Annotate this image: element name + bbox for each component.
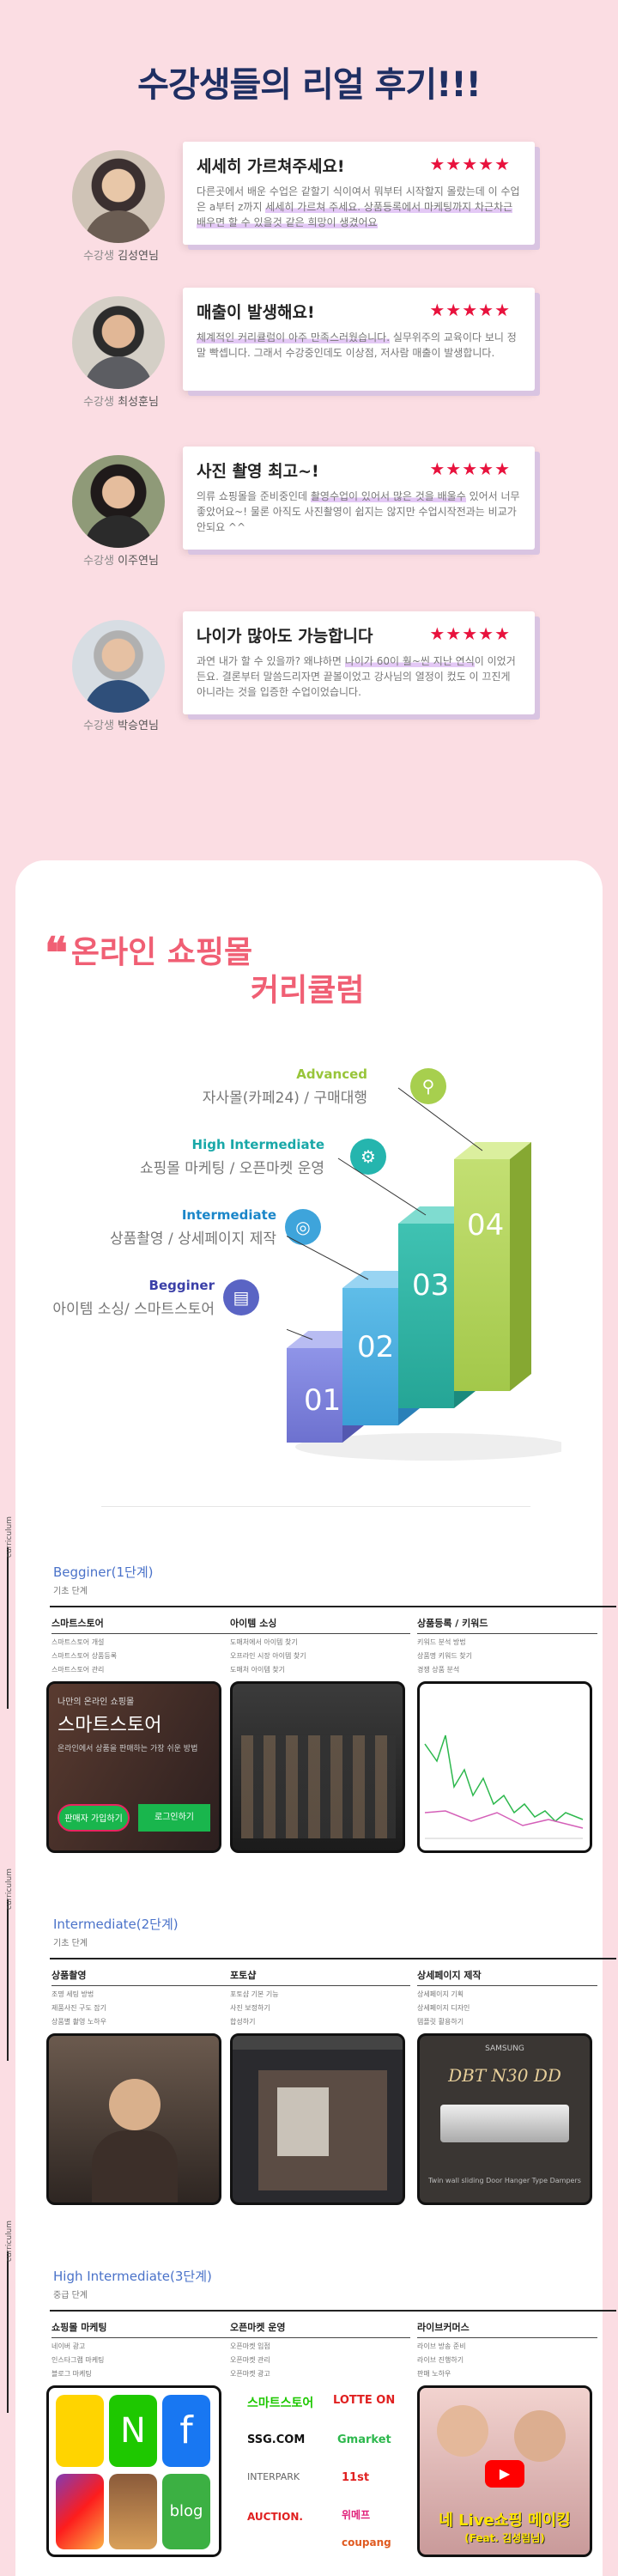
topic-column: 오픈마켓 운영 오픈마켓 입점 오픈마켓 관리 오픈마켓 광고: [230, 2320, 410, 2379]
review-card: 매출이 발생해요! ★★★★★ 체계적인 커리큘럼이 아주 만족스러웠습니다. …: [183, 288, 535, 391]
topic-column: 쇼핑몰 마케팅 네이버 광고 인스타그램 마케팅 블로그 마케팅: [52, 2320, 232, 2379]
level-high-intermediate: High Intermediate 쇼핑몰 마케팅 / 오픈마켓 운영: [139, 1137, 324, 1177]
stage-level: 중급 단계: [53, 2291, 88, 2300]
photoshop-thumbnail: [230, 2033, 405, 2205]
play-icon: ▶: [485, 2460, 524, 2488]
coupang-logo: coupang: [342, 2537, 391, 2549]
avatar: [72, 455, 165, 548]
rating-stars: ★★★★★: [429, 459, 511, 479]
review-title: 매출이 발생해요!: [197, 303, 315, 322]
curriculum-section: ❝온라인 쇼핑몰 커리큘럼 Advanced 자사몰(카페24) / 구매대행 …: [5, 860, 616, 2576]
level-advanced: Advanced 자사몰(카페24) / 구매대행: [202, 1066, 367, 1107]
topic-column: 라이브커머스 라이브 방송 준비 라이브 진행하기 판매 노하우: [417, 2320, 597, 2379]
reviewer-caption: 수강생 최성훈님: [83, 396, 159, 409]
stage-intermediate: curriculum Intermediate(2단계) 기초 단계 상품촬영 …: [5, 1868, 616, 2243]
step-label-03: 03: [412, 1268, 449, 1303]
review-title: 나이가 많아도 가능합니다: [197, 627, 373, 646]
ssg-logo: SSG.COM: [247, 2433, 306, 2446]
topic-column: 상품등록 / 키워드 키워드 분석 방법 상품명 키워드 찾기 경쟁 상품 분석: [417, 1616, 597, 1675]
side-label: curriculum: [5, 2220, 14, 2262]
topic-column: 스마트스토어 스마트스토어 개설 스마트스토어 상품등록 스마트스토어 관리: [52, 1616, 232, 1675]
review-card-4: 수강생 박승연님 나이가 많아도 가능합니다 ★★★★★ 과연 내가 할 수 있…: [67, 611, 548, 732]
rating-stars: ★★★★★: [429, 623, 511, 644]
topic-column: 상품촬영 조명 세팅 방법 제품사진 구도 잡기 상품별 촬영 노하우: [52, 1968, 232, 2027]
stage-level: 기초 단계: [53, 1939, 88, 1948]
stage-begginer: curriculum Begginer(1단계) 기초 단계 스마트스토어 스마…: [5, 1516, 616, 1891]
detail-page-thumbnail: SAMSUNG DBT N30 DD Twin wall sliding Doo…: [417, 2033, 592, 2205]
rating-stars: ★★★★★: [429, 300, 511, 320]
social-icons-thumbnail: N f blog: [46, 2385, 221, 2557]
review-text: 과연 내가 할 수 있을까? 왜냐하면 나이가 60이 훨~씬 지난 연식이 이…: [197, 655, 516, 698]
review-title: 세세히 가르쳐주세요!: [197, 157, 345, 176]
11st-logo: 11st: [342, 2471, 370, 2484]
auction-logo: AUCTION.: [247, 2511, 303, 2523]
gmarket-logo: Gmarket: [337, 2433, 391, 2446]
review-text: 의류 쇼핑몰을 준비중인데 촬영수업이 있어서 많은 것을 배울수 있어서 너무…: [197, 490, 520, 533]
staircase-diagram: 01 02 03 04: [287, 1087, 561, 1461]
reviews-title: 수강생들의 리얼 후기!!!: [137, 65, 482, 105]
avatar: [72, 620, 165, 713]
login-button[interactable]: 로그인하기: [138, 1804, 210, 1832]
rating-stars: ★★★★★: [429, 154, 511, 174]
review-text: 다른곳에서 배운 수업은 같할기 식이여서 뭐부터 시작할지 몰랐는데 이 수업…: [197, 185, 520, 228]
step-label-02: 02: [357, 1330, 394, 1364]
facebook-icon: f: [162, 2395, 210, 2467]
review-card-3: 수강생 이주연님 사진 촬영 최고~! ★★★★★ 의류 쇼핑몰을 준비중인데 …: [67, 447, 548, 568]
level-intermediate: Intermediate 상품촬영 / 상세페이지 제작: [110, 1207, 276, 1248]
stage-level: 기초 단계: [53, 1587, 88, 1596]
avatar: [72, 150, 165, 243]
quote-icon: ❝: [45, 927, 68, 978]
search-icon: ⚲: [410, 1068, 446, 1104]
smartstore-logo: 스마트스토어: [247, 2397, 314, 2410]
review-card: 세세히 가르쳐주세요! ★★★★★ 다른곳에서 배운 수업은 같할기 식이여서 …: [183, 142, 535, 245]
naver-icon: N: [109, 2395, 157, 2467]
document-icon: ▤: [223, 1279, 259, 1315]
keyword-chart-thumbnail: [417, 1681, 592, 1853]
market-logos: 스마트스토어 LOTTE ON SSG.COM Gmarket INTERPAR…: [230, 2385, 410, 2566]
topic-column: 아이템 소싱 도매처에서 아이템 찾기 오프라인 시장 아이템 찾기 도매처 아…: [230, 1616, 410, 1675]
review-card: 사진 촬영 최고~! ★★★★★ 의류 쇼핑몰을 준비중인데 촬영수업이 있어서…: [183, 447, 535, 550]
comma-app-icon: [56, 2395, 104, 2467]
review-card: 나이가 많아도 가능합니다 ★★★★★ 과연 내가 할 수 있을까? 왜냐하면 …: [183, 611, 535, 714]
avatar: [72, 296, 165, 389]
divider: [101, 1506, 530, 1507]
topic-column: 포토샵 포토샵 기본 기능 사진 보정하기 합성하기: [230, 1968, 410, 2027]
review-card-2: 수강생 최성훈님 매출이 발생해요! ★★★★★ 체계적인 커리큘럼이 아주 만…: [67, 288, 548, 409]
live-commerce-thumbnail: ▶ 네 Live쇼핑 메이킹 (Feat. 김성림님): [417, 2385, 592, 2557]
market-photo: [230, 1681, 405, 1853]
level-begginer: Begginer 아이템 소싱/ 스마트스토어: [52, 1278, 215, 1318]
instagram-icon: [56, 2474, 104, 2549]
review-card-1: 수강생 김성연님 세세히 가르쳐주세요! ★★★★★ 다른곳에서 배운 수업은 …: [67, 142, 548, 263]
stage-title: Intermediate(2단계): [53, 1917, 179, 1932]
review-title: 사진 촬영 최고~!: [197, 462, 319, 481]
camera-icon: [109, 2474, 157, 2549]
reviewer-caption: 수강생 박승연님: [83, 720, 159, 732]
lotteon-logo: LOTTE ON: [333, 2394, 396, 2407]
stage-title: High Intermediate(3단계): [53, 2269, 212, 2284]
signup-button[interactable]: 판매자 가입하기: [58, 1804, 130, 1832]
review-text: 체계적인 커리큘럼이 아주 만족스러웠습니다. 실무위주의 교육이다 보니 정말…: [197, 331, 517, 359]
smartstore-thumbnail: 나만의 온라인 쇼핑몰 스마트스토어 온라인에서 상품을 판매하는 가장 쉬운 …: [46, 1681, 221, 1853]
stage-high-intermediate: curriculum High Intermediate(3단계) 중급 단계 …: [5, 2221, 616, 2576]
gear-icon: ⚙: [350, 1139, 386, 1175]
curriculum-subtitle: 커리큘럼: [251, 973, 365, 1008]
reviewer-caption: 수강생 김성연님: [83, 250, 159, 263]
topic-column: 상세페이지 제작 상세페이지 기획 상세페이지 디자인 템플릿 활용하기: [417, 1968, 597, 2027]
side-label: curriculum: [5, 1516, 14, 1558]
blog-icon: blog: [162, 2474, 210, 2549]
interpark-logo: INTERPARK: [247, 2471, 300, 2482]
step-label-04: 04: [467, 1208, 504, 1242]
wemakeprice-logo: 위메프: [342, 2509, 371, 2521]
globe-icon: ◎: [285, 1209, 321, 1245]
step-label-01: 01: [304, 1383, 341, 1418]
stage-title: Begginer(1단계): [53, 1564, 154, 1580]
side-label: curriculum: [5, 1868, 14, 1910]
curriculum-title: ❝온라인 쇼핑몰: [45, 927, 253, 978]
reviewer-caption: 수강생 이주연님: [83, 555, 159, 568]
photo-shoot-thumbnail: [46, 2033, 221, 2205]
